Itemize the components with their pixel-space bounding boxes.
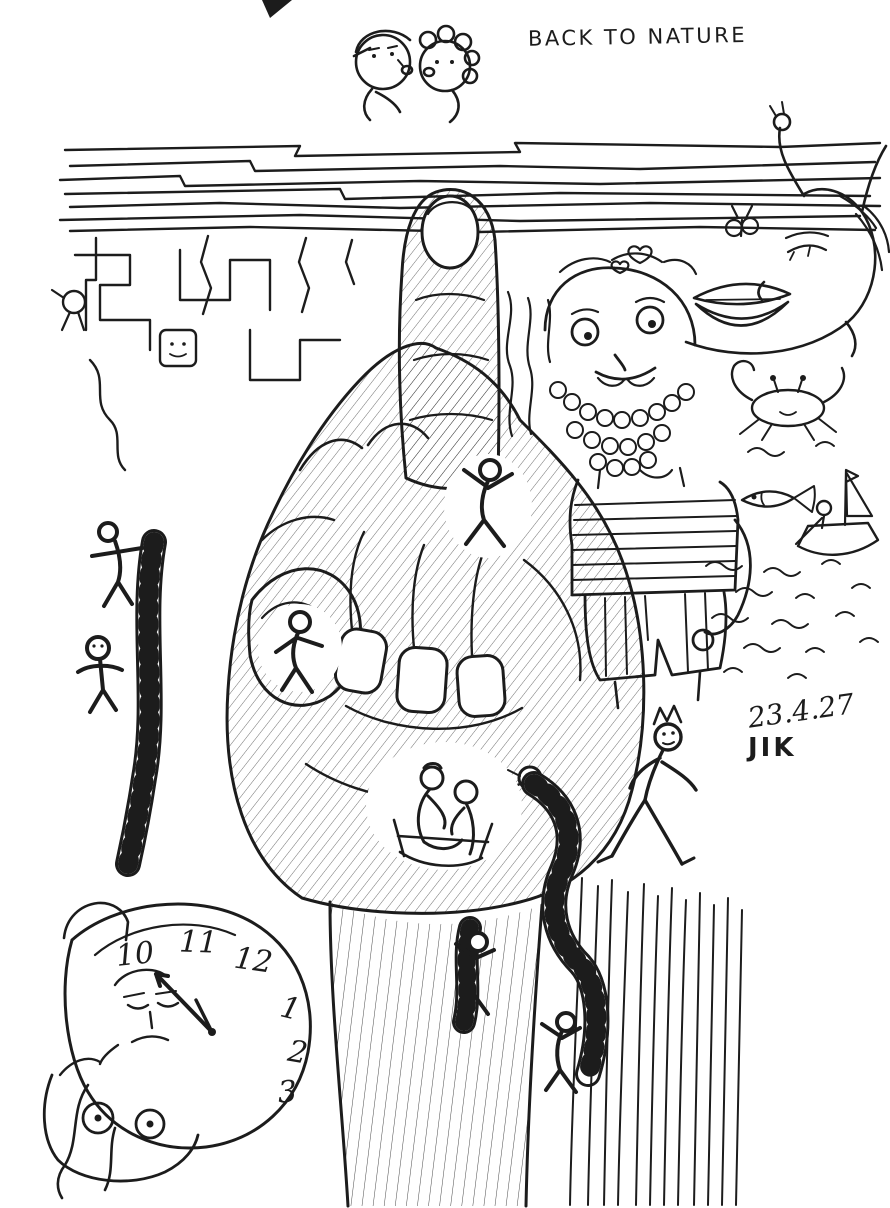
clock-number-1: 1 xyxy=(277,989,304,1028)
kissing-couple xyxy=(352,24,481,124)
left-figures xyxy=(76,521,144,714)
curled-nail xyxy=(395,645,449,715)
clock-hands xyxy=(154,972,216,1036)
beard-curls xyxy=(549,381,695,477)
ladder-small xyxy=(452,916,482,1034)
signature-text: JIK xyxy=(746,733,797,763)
butterfly xyxy=(724,204,760,238)
curled-nail xyxy=(334,627,388,695)
bottom-climbers xyxy=(454,931,582,1094)
camp-p-flourish: p xyxy=(496,42,538,116)
fingernail xyxy=(420,194,480,270)
clock-number-12: 12 xyxy=(232,941,275,981)
clock-number-2: 2 xyxy=(284,1034,310,1072)
crowned-runner xyxy=(596,704,698,866)
maze-doodles xyxy=(50,234,356,472)
date-signature: 23.4.27 JIK xyxy=(745,687,857,763)
clock-number-10: 10 xyxy=(114,935,156,974)
curled-nail xyxy=(455,654,507,718)
thumb-climber xyxy=(274,610,324,694)
thumb xyxy=(247,567,363,707)
forearm xyxy=(330,902,542,1206)
back-to-nature-title: BACK TO NATURE xyxy=(528,23,747,51)
crab xyxy=(730,359,846,441)
reclining-torso xyxy=(42,1057,200,1183)
sea-scene xyxy=(705,359,880,679)
date-text: 23.4.27 xyxy=(745,687,857,735)
scribble-band xyxy=(58,141,882,234)
rowboat xyxy=(794,468,880,556)
clock-numbers: 10 11 12 1 2 3 xyxy=(114,924,310,1110)
rain-lines xyxy=(569,877,743,1206)
clock-number-3: 3 xyxy=(277,1074,298,1110)
heart-doodles xyxy=(610,245,653,275)
ladder-left xyxy=(115,529,167,877)
fish xyxy=(740,485,816,513)
p365-text: P365 xyxy=(517,37,775,144)
big-lips xyxy=(692,282,792,306)
waves xyxy=(705,441,879,679)
striped-snake xyxy=(507,765,610,1087)
pen-mark xyxy=(262,0,292,18)
upside-down-figure xyxy=(684,101,890,358)
striped-ladders xyxy=(115,529,610,1087)
finger-climber xyxy=(462,458,514,548)
loungers xyxy=(392,762,494,867)
melting-clock: 10 11 12 1 2 3 xyxy=(42,901,312,1200)
clock-number-11: 11 xyxy=(179,924,218,960)
